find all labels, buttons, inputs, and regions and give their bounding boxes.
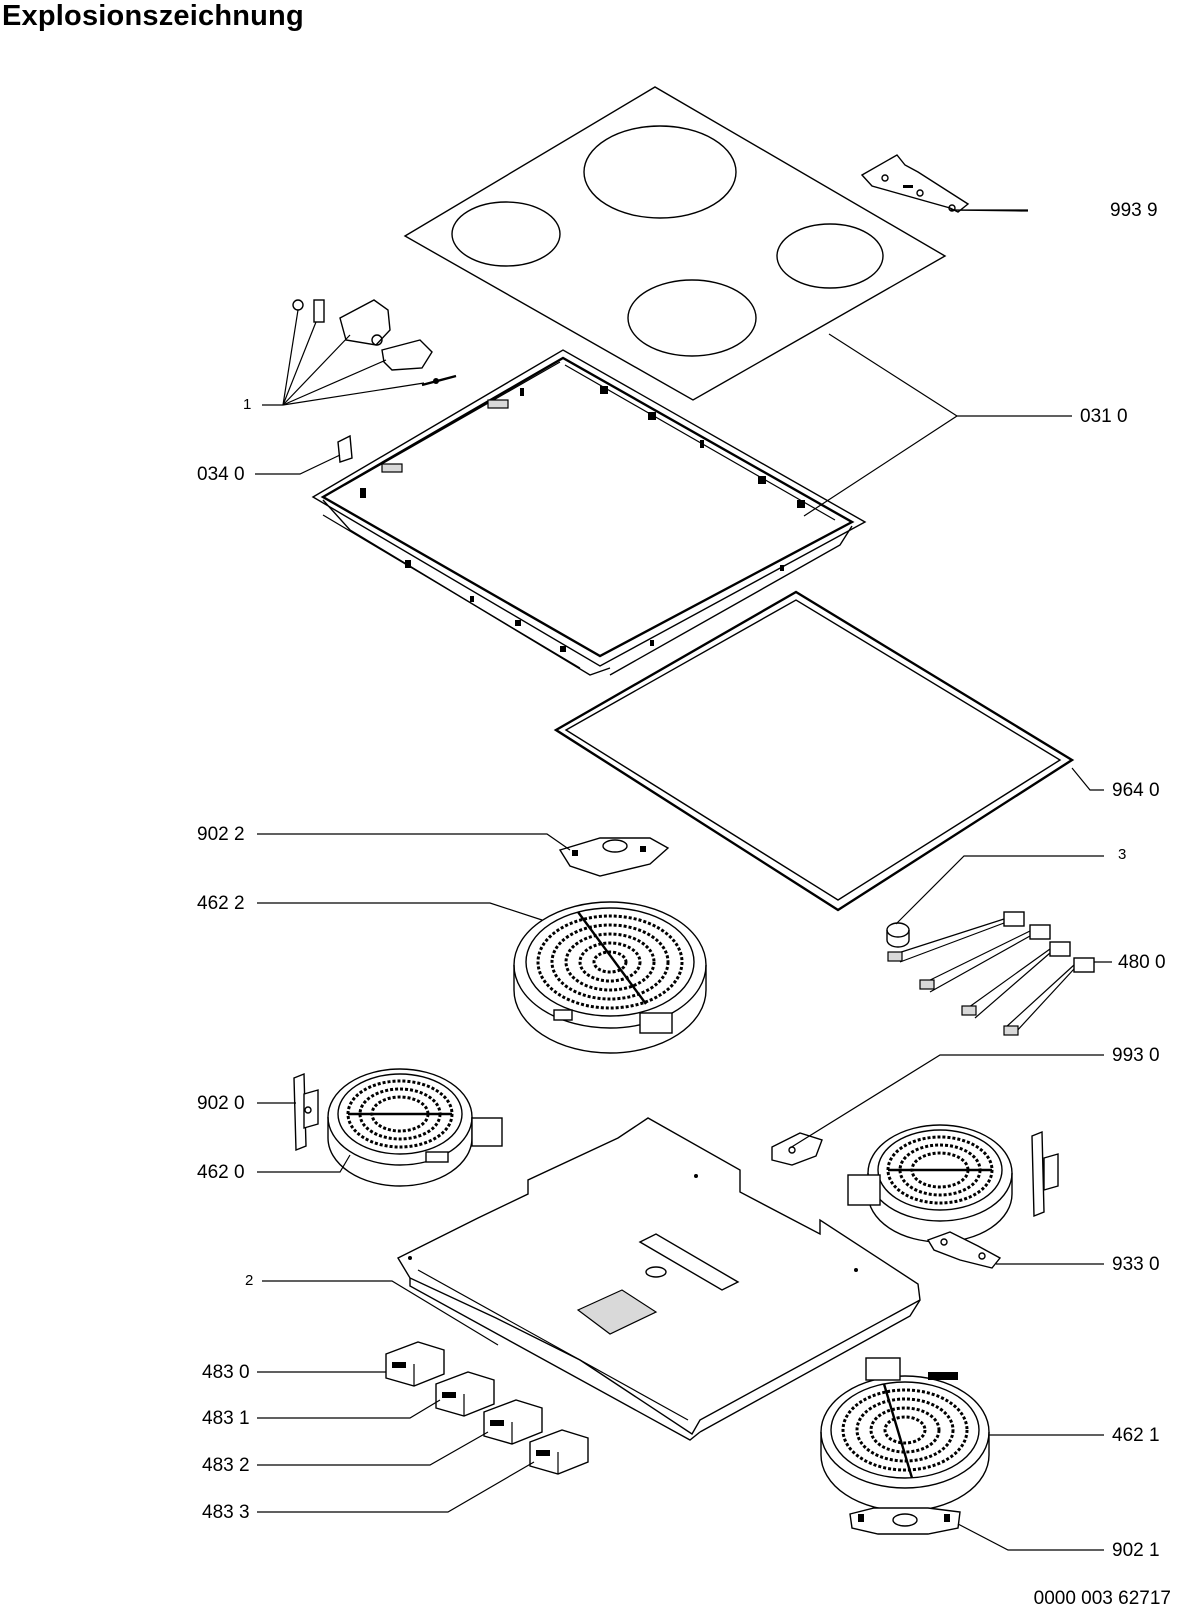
page-title: Explosionszeichnung <box>2 0 304 32</box>
label-964-0: 964 0 <box>1112 780 1160 801</box>
knob-3 <box>886 922 910 948</box>
radiant-heater-right <box>847 1124 1059 1243</box>
label-3: 3 <box>1118 846 1127 863</box>
label-993-0: 993 0 <box>1112 1045 1160 1066</box>
switch-483-1 <box>435 1371 495 1417</box>
bracket-902-0 <box>293 1072 319 1152</box>
label-483-3: 483 3 <box>202 1502 250 1523</box>
label-483-2: 483 2 <box>202 1455 250 1476</box>
label-462-1: 462 1 <box>1112 1425 1160 1446</box>
label-902-2: 902 2 <box>197 824 245 845</box>
label-483-0: 483 0 <box>202 1362 250 1383</box>
label-933-0: 933 0 <box>1112 1254 1160 1275</box>
radiant-heater-462-0 <box>327 1068 503 1187</box>
switch-483-3 <box>529 1429 589 1475</box>
label-031-0: 031 0 <box>1080 406 1128 427</box>
label-993-9: 993 9 <box>1110 200 1158 221</box>
radiant-heater-462-1 <box>820 1357 990 1512</box>
glass-ceramic-top <box>403 86 947 401</box>
label-462-0: 462 0 <box>197 1162 245 1183</box>
label-483-1: 483 1 <box>202 1408 250 1429</box>
bracket-993-9 <box>860 154 970 213</box>
document-number: 0000 003 62717 <box>1033 1588 1171 1609</box>
hob-frame <box>311 349 867 676</box>
radiant-heater-462-2 <box>513 901 707 1054</box>
label-034-0: 034 0 <box>197 464 245 485</box>
label-902-0: 902 0 <box>197 1093 245 1114</box>
leader-lines <box>255 209 1112 1551</box>
bottom-tray-2 <box>397 1117 921 1441</box>
bracket-933-0 <box>926 1231 1002 1269</box>
label-1: 1 <box>243 396 252 413</box>
gasket-964-0 <box>553 590 1075 912</box>
bracket-993-0 <box>771 1132 823 1166</box>
fixing-parts-1 <box>292 299 457 463</box>
label-902-1: 902 1 <box>1112 1540 1160 1561</box>
bracket-902-2 <box>558 837 670 877</box>
switch-483-0 <box>385 1341 445 1387</box>
switch-483-2 <box>483 1399 543 1445</box>
label-462-2: 462 2 <box>197 893 245 914</box>
label-480-0: 480 0 <box>1118 952 1166 973</box>
bracket-902-1 <box>849 1507 961 1535</box>
wiring-harness-480-0 <box>887 911 1095 1036</box>
label-2: 2 <box>245 1272 254 1289</box>
